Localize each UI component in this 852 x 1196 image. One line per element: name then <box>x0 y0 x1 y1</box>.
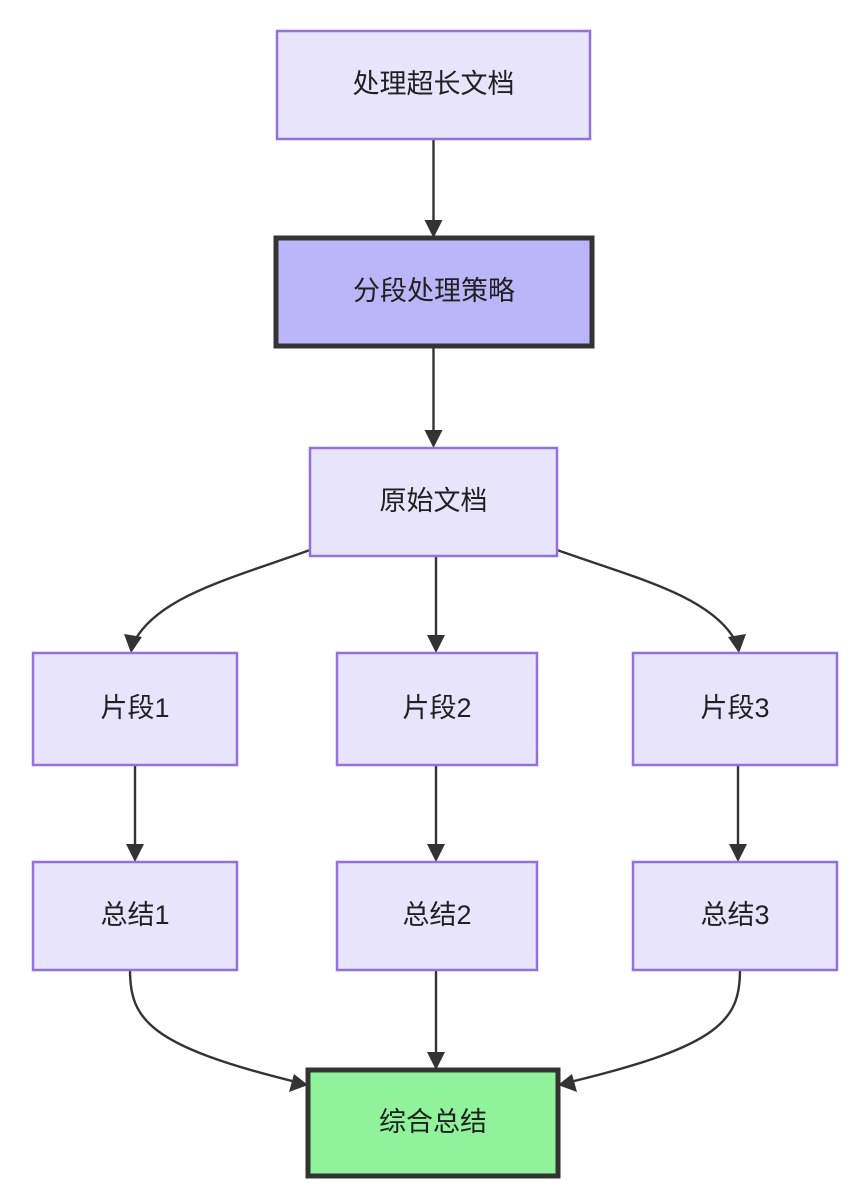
edge-line <box>128 969 297 1084</box>
arrowhead-icon <box>126 844 144 862</box>
node-shape[interactable] <box>631 651 839 767</box>
edge-line <box>569 969 742 1084</box>
node-label: 片段1 <box>100 693 169 723</box>
edge-source-to-chunk2 <box>427 556 445 653</box>
edge-source-to-chunk3 <box>556 548 746 653</box>
edge-chunk3-to-summary3 <box>729 765 747 862</box>
edge-line <box>556 548 737 641</box>
node-summary-1[interactable]: 总结1 <box>31 860 239 972</box>
node-label: 分段处理策略 <box>353 276 515 306</box>
edge-strategy-to-source <box>424 346 443 448</box>
node-final-summary[interactable]: 综合总结 <box>305 1067 561 1179</box>
edge-process-to-strategy <box>424 139 443 238</box>
node-label: 综合总结 <box>379 1107 487 1137</box>
node-label: 总结3 <box>700 900 769 930</box>
node-shape[interactable] <box>631 860 839 972</box>
edge-layer <box>124 139 747 1092</box>
node-label: 片段3 <box>700 693 769 723</box>
node-shape[interactable] <box>273 235 595 349</box>
arrowhead-icon <box>728 634 746 653</box>
arrowhead-icon <box>124 634 142 653</box>
edge-line <box>133 548 311 641</box>
node-process-long-document[interactable]: 处理超长文档 <box>275 29 592 141</box>
node-shape[interactable] <box>308 446 559 558</box>
node-shape[interactable] <box>335 651 539 767</box>
edge-chunk2-to-summary2 <box>427 765 445 862</box>
node-label: 总结1 <box>100 900 169 930</box>
node-summary-2[interactable]: 总结2 <box>335 860 539 972</box>
arrowhead-icon <box>424 430 443 448</box>
node-chunk-1[interactable]: 片段1 <box>31 651 239 767</box>
arrowhead-icon <box>427 844 445 862</box>
node-shape[interactable] <box>305 1067 561 1179</box>
node-shape[interactable] <box>31 860 239 972</box>
node-layer: 处理超长文档 分段处理策略 原始文档 片段1 片段2 <box>31 29 839 1179</box>
arrowhead-icon <box>289 1074 308 1092</box>
arrowhead-icon <box>558 1074 577 1092</box>
arrowhead-icon <box>427 1052 445 1070</box>
node-source-document[interactable]: 原始文档 <box>308 446 559 558</box>
node-shape[interactable] <box>31 651 239 767</box>
edge-summary1-to-final <box>128 969 308 1092</box>
arrowhead-icon <box>424 220 443 238</box>
edge-summary2-to-final <box>427 970 445 1070</box>
arrowhead-icon <box>729 844 747 862</box>
node-label: 总结2 <box>402 900 471 930</box>
node-label: 原始文档 <box>380 486 488 516</box>
node-label: 片段2 <box>402 693 471 723</box>
edge-source-to-chunk1 <box>124 548 311 653</box>
node-label: 处理超长文档 <box>353 69 515 99</box>
node-shape[interactable] <box>335 860 539 972</box>
edge-chunk1-to-summary1 <box>126 765 144 862</box>
edge-summary3-to-final <box>558 969 742 1092</box>
node-shape[interactable] <box>275 29 592 141</box>
node-chunk-3[interactable]: 片段3 <box>631 651 839 767</box>
arrowhead-icon <box>427 635 445 653</box>
node-chunking-strategy[interactable]: 分段处理策略 <box>273 235 595 349</box>
node-chunk-2[interactable]: 片段2 <box>335 651 539 767</box>
node-summary-3[interactable]: 总结3 <box>631 860 839 972</box>
